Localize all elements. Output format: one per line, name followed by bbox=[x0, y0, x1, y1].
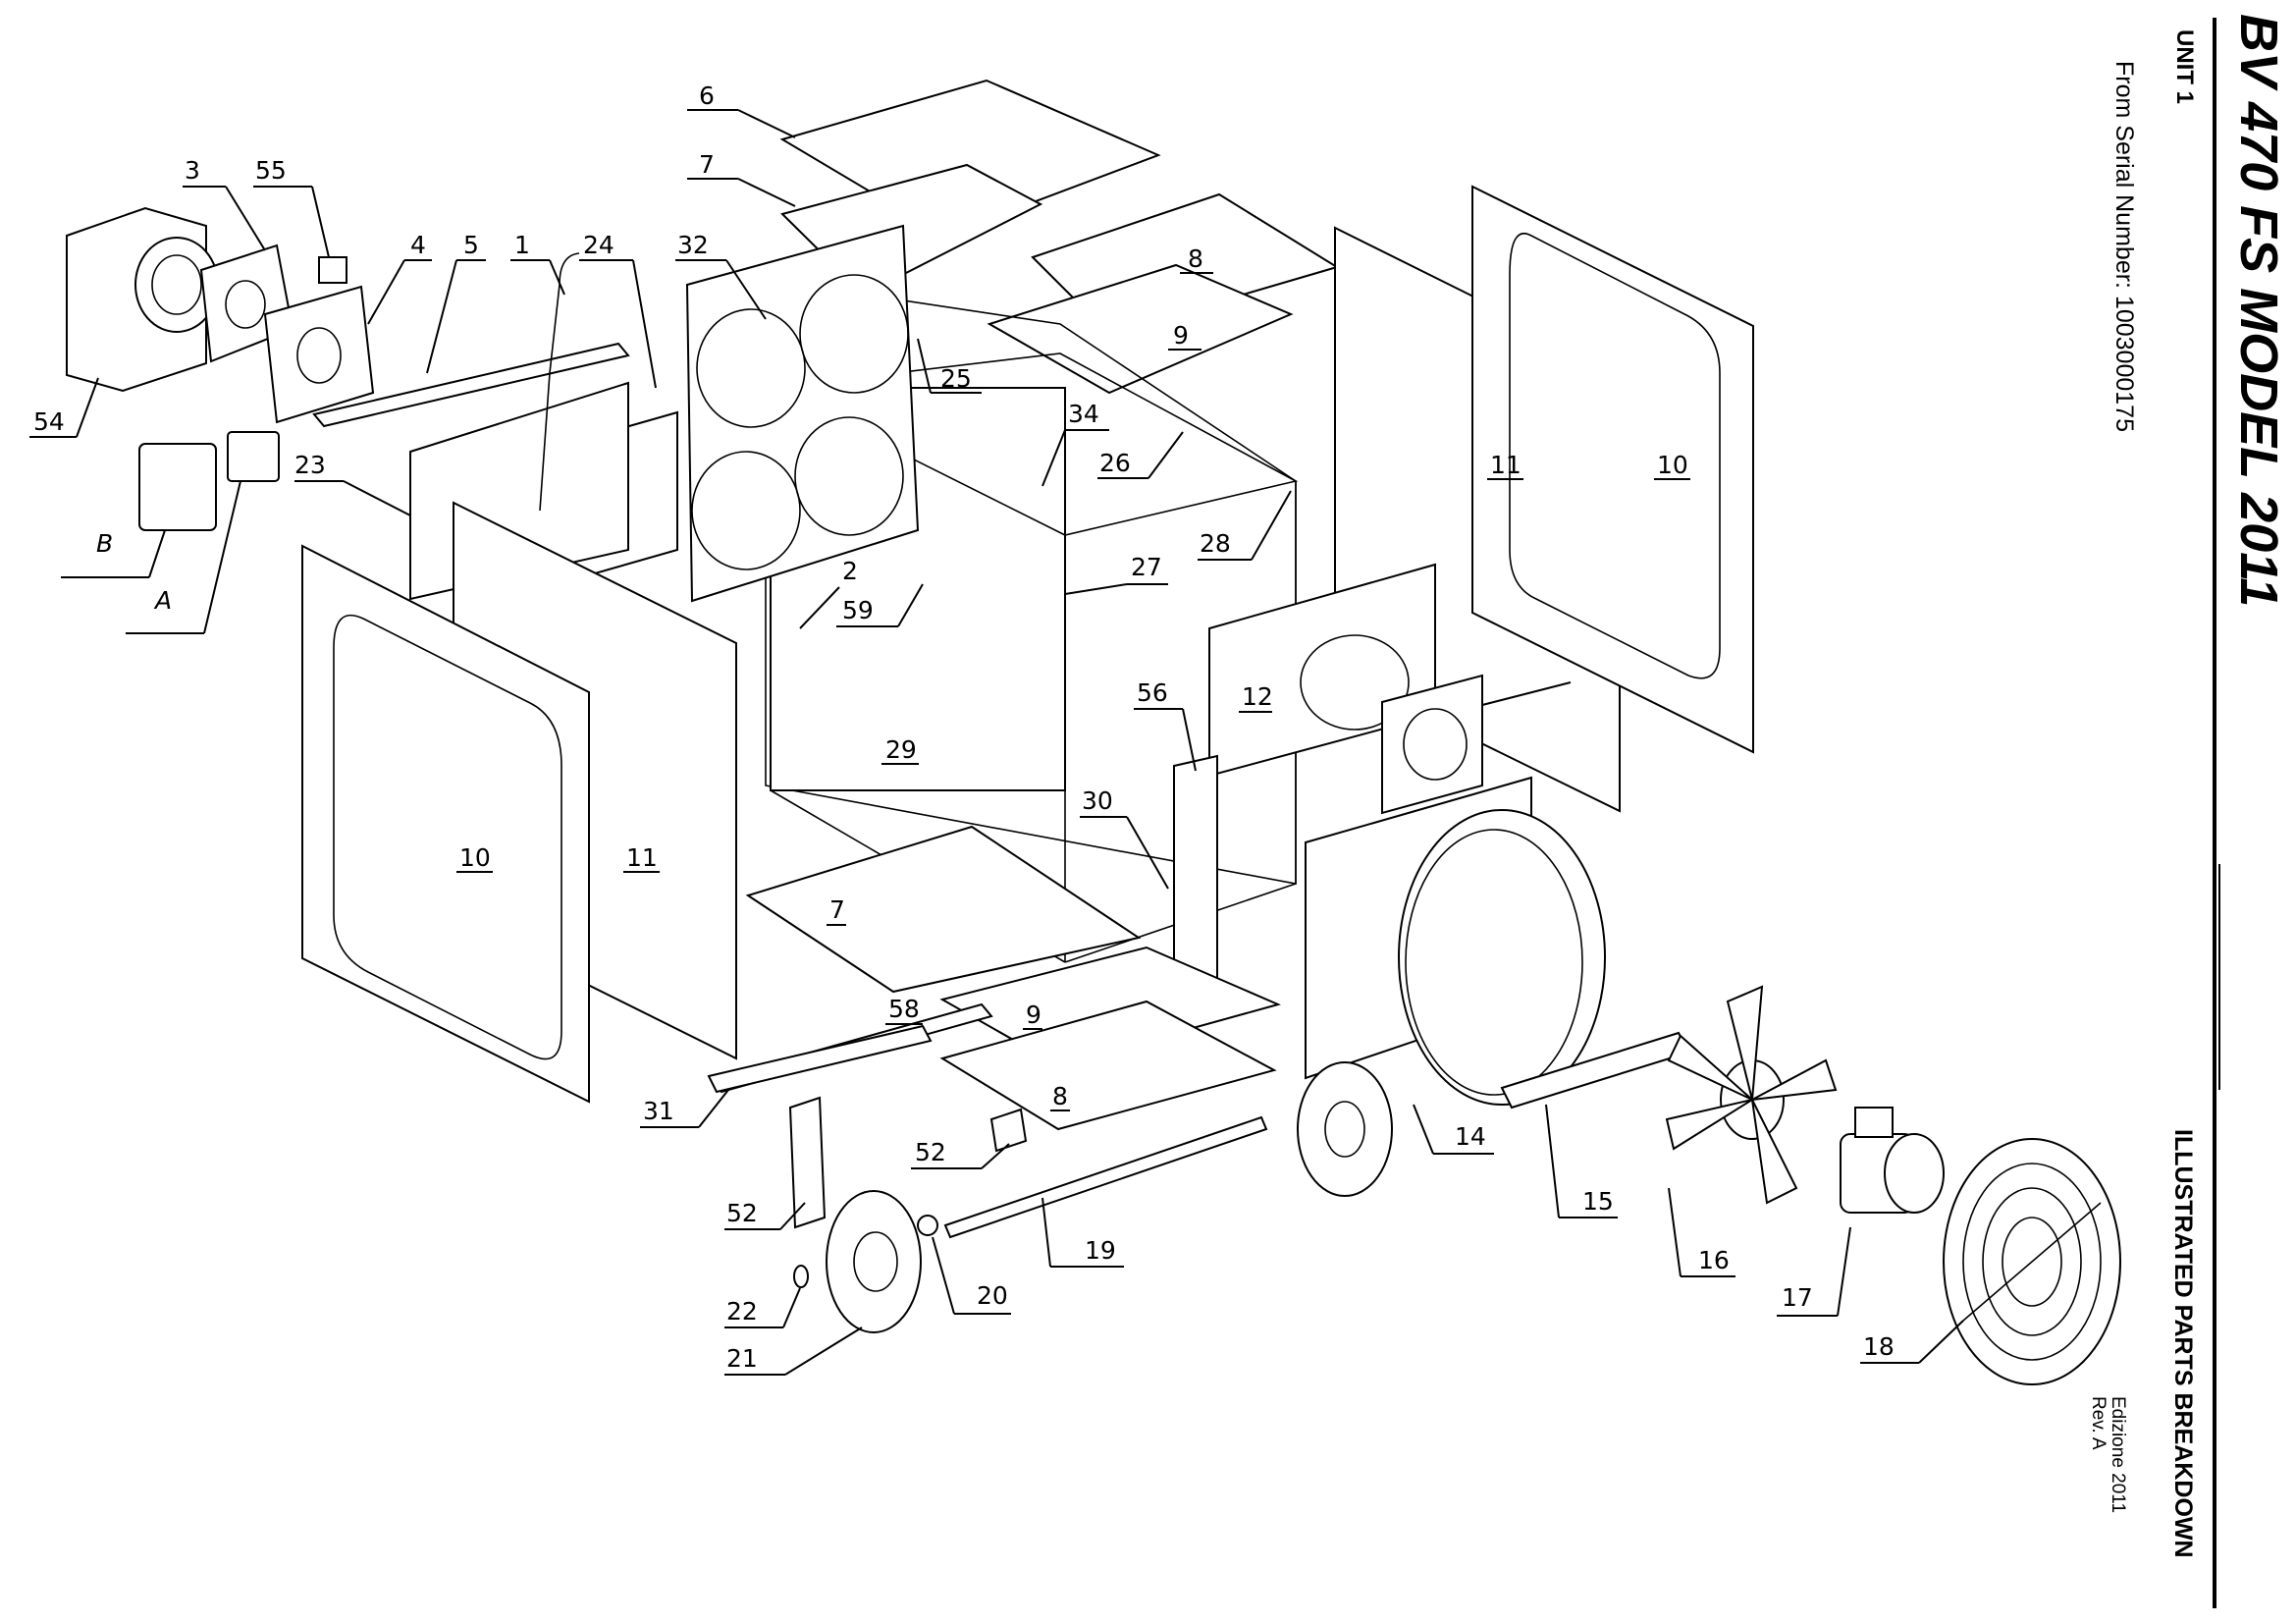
callout-18: 18 bbox=[1863, 1332, 1895, 1361]
upper-plate-9-part bbox=[987, 263, 1294, 395]
side-cover-left-window bbox=[333, 614, 562, 1060]
callout-56: 56 bbox=[1137, 678, 1168, 707]
fan-blade-part bbox=[1665, 985, 1838, 1205]
callout-8-bottom: 8 bbox=[1052, 1082, 1068, 1110]
serial-number-label: From Serial Number: 1003000175 bbox=[2110, 61, 2138, 432]
callout-15: 15 bbox=[1582, 1187, 1614, 1216]
callout-26: 26 bbox=[1099, 449, 1131, 477]
callout-5: 5 bbox=[463, 231, 479, 259]
callout-7-top: 7 bbox=[699, 150, 715, 179]
callout-28: 28 bbox=[1200, 529, 1231, 558]
callout-55: 55 bbox=[255, 156, 287, 185]
callout-6: 6 bbox=[699, 81, 715, 110]
callout-25: 25 bbox=[940, 364, 972, 393]
washer-part bbox=[793, 1265, 809, 1288]
title-divider bbox=[2213, 18, 2216, 1608]
callout-7-bottom: 7 bbox=[829, 895, 845, 924]
callout-16: 16 bbox=[1698, 1246, 1730, 1274]
callout-29: 29 bbox=[885, 735, 917, 764]
callout-10-left: 10 bbox=[459, 843, 491, 872]
wheel-left-part bbox=[826, 1190, 922, 1333]
callout-24: 24 bbox=[583, 231, 614, 259]
callout-1: 1 bbox=[514, 231, 530, 259]
callout-21: 21 bbox=[726, 1344, 758, 1373]
adapter-part bbox=[1381, 674, 1483, 815]
callout-12: 12 bbox=[1242, 682, 1273, 711]
leg-bracket-left-part bbox=[788, 1096, 827, 1229]
callout-27: 27 bbox=[1131, 553, 1162, 581]
callout-17: 17 bbox=[1782, 1283, 1813, 1312]
section-title: ILLUSTRATED PARTS BREAKDOWN bbox=[2169, 1129, 2197, 1558]
callout-54: 54 bbox=[33, 407, 65, 436]
callout-A: A bbox=[153, 586, 172, 615]
model-title: BV 470 FS MODEL 2011 bbox=[2229, 14, 2288, 608]
callout-9-bottom: 9 bbox=[1026, 1001, 1041, 1029]
flange-4-part bbox=[263, 285, 375, 424]
side-cover-left-part bbox=[301, 544, 590, 1104]
unit-label: UNIT 1 bbox=[2171, 29, 2198, 105]
wheel-right-part bbox=[1297, 1061, 1393, 1197]
callout-14: 14 bbox=[1455, 1122, 1486, 1151]
title-divider-accent bbox=[2218, 864, 2220, 1090]
callout-20: 20 bbox=[977, 1281, 1008, 1310]
callout-19: 19 bbox=[1085, 1236, 1116, 1265]
callout-30: 30 bbox=[1082, 786, 1113, 815]
callout-52-left: 52 bbox=[726, 1199, 758, 1227]
callout-31: 31 bbox=[643, 1097, 674, 1125]
pin-part bbox=[917, 1215, 938, 1236]
side-cover-right-window bbox=[1509, 233, 1721, 679]
side-cover-right-part bbox=[1471, 185, 1754, 754]
rail-5-part bbox=[312, 342, 630, 428]
revision-label: Rev. A bbox=[2088, 1396, 2109, 1450]
callout-2: 2 bbox=[842, 557, 858, 585]
fan-ring-part bbox=[1398, 809, 1606, 1106]
valve-part bbox=[318, 256, 347, 284]
callout-10-right: 10 bbox=[1657, 451, 1688, 479]
callout-52-right: 52 bbox=[915, 1138, 946, 1166]
callout-3: 3 bbox=[185, 156, 200, 185]
callout-59: 59 bbox=[842, 596, 874, 624]
callout-34: 34 bbox=[1068, 400, 1099, 428]
control-box-a-part bbox=[227, 431, 280, 482]
fan-guard-part bbox=[1943, 1138, 2121, 1385]
callout-58: 58 bbox=[888, 995, 920, 1023]
callout-11-right: 11 bbox=[1490, 451, 1522, 479]
callout-9-top: 9 bbox=[1173, 321, 1189, 350]
bottom-panel-part bbox=[745, 825, 1142, 994]
edition-label: Edizione 2011 bbox=[2108, 1396, 2128, 1514]
adapter-leader bbox=[1481, 681, 1572, 706]
ring-plate-part bbox=[685, 224, 920, 603]
axle-part bbox=[943, 1115, 1268, 1239]
bottom-plate-8-part bbox=[939, 1000, 1277, 1131]
callout-22: 22 bbox=[726, 1297, 758, 1326]
leg-bracket-right-part bbox=[989, 1108, 1028, 1153]
callout-B: B bbox=[96, 529, 113, 558]
burner-unit-part bbox=[66, 206, 219, 393]
callout-23: 23 bbox=[294, 451, 326, 479]
callout-4: 4 bbox=[410, 231, 426, 259]
control-box-b-part bbox=[138, 443, 217, 531]
callout-8-top: 8 bbox=[1188, 244, 1203, 273]
callout-11-left: 11 bbox=[626, 843, 658, 872]
callout-32: 32 bbox=[677, 231, 709, 259]
rail-31-part bbox=[707, 1024, 933, 1094]
motor-part bbox=[1840, 1107, 1945, 1214]
